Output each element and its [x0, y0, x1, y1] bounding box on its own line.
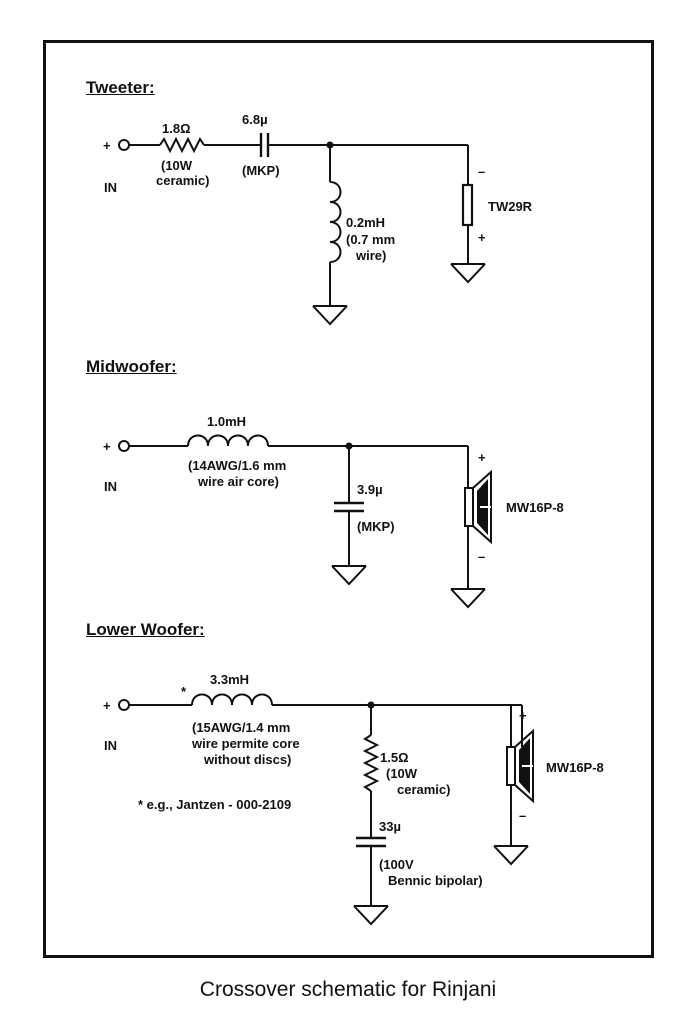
midwoofer-driver — [464, 469, 492, 545]
tweeter-input-label: IN — [104, 180, 117, 195]
tweeter-driver — [461, 183, 474, 227]
lower-woofer-capacitor-value: 33µ — [379, 819, 401, 834]
midwoofer-inductor-value: 1.0mH — [207, 414, 247, 429]
midwoofer-input-terminal — [118, 440, 130, 452]
tweeter-driver-name: TW29R — [488, 199, 533, 214]
midwoofer-capacitor-spec: (MKP) — [357, 519, 395, 534]
lower-woofer-footnote: * e.g., Jantzen - 000-2109 — [138, 797, 292, 812]
tweeter-ground-2 — [450, 263, 486, 284]
tweeter-resistor-value: 1.8Ω — [162, 121, 191, 136]
lower-woofer-input-plus: + — [103, 698, 111, 713]
lower-woofer-asterisk: * — [181, 684, 187, 699]
tweeter-inductor — [329, 181, 342, 263]
lower-woofer-capacitor-spec-1: (100V — [379, 857, 414, 872]
tweeter-capacitor-spec: (MKP) — [242, 163, 280, 178]
midwoofer-inductor-spec-1: (14AWG/1.6 mm — [188, 458, 287, 473]
tweeter-inductor-spec-2: wire) — [356, 248, 387, 263]
lower-woofer-resistor-spec-2: ceramic) — [397, 782, 451, 797]
tweeter-capacitor-value: 6.8µ — [242, 112, 268, 127]
tweeter-resistor-spec-1: (10W — [161, 158, 193, 173]
midwoofer-ground-1 — [331, 565, 367, 586]
tweeter-resistor-spec-2: ceramic) — [156, 173, 210, 188]
tweeter-resistor — [159, 136, 205, 154]
tweeter-inductor-spec-1: (0.7 mm — [346, 232, 396, 247]
tweeter-driver-minus: – — [478, 164, 486, 179]
lower-woofer-capacitor-spec-2: Bennic bipolar) — [388, 873, 483, 888]
midwoofer-input-plus: + — [103, 439, 111, 454]
midwoofer-input-label: IN — [104, 479, 117, 494]
tweeter-section-title: Tweeter: — [86, 78, 155, 97]
midwoofer-capacitor — [334, 501, 364, 513]
lower-woofer-resistor-spec-1: (10W — [386, 766, 418, 781]
tweeter-circuit — [118, 133, 486, 326]
lower-woofer-ground-1 — [353, 905, 389, 926]
tweeter-input-terminal — [118, 139, 130, 151]
midwoofer-driver-minus: – — [478, 549, 486, 564]
lower-woofer-inductor-spec-1: (15AWG/1.4 mm — [192, 720, 291, 735]
lower-woofer-section-title: Lower Woofer: — [86, 620, 205, 639]
lower-woofer-driver-plus: + — [519, 708, 527, 723]
midwoofer-section-title: Midwoofer: — [86, 357, 177, 376]
lower-woofer-inductor-spec-3: without discs) — [204, 752, 292, 767]
lower-woofer-capacitor — [356, 836, 386, 848]
figure-caption: Crossover schematic for Rinjani — [199, 978, 497, 1001]
schematic-frame — [43, 40, 654, 958]
midwoofer-inductor-spec-2: wire air core) — [198, 474, 279, 489]
midwoofer-driver-plus: + — [478, 450, 486, 465]
midwoofer-driver-name: MW16P-8 — [506, 500, 564, 515]
lower-woofer-ground-2 — [493, 845, 529, 866]
lower-woofer-inductor — [191, 693, 273, 706]
lower-woofer-driver-minus: – — [519, 808, 527, 823]
midwoofer-ground-2 — [450, 588, 486, 609]
lower-woofer-driver — [506, 728, 534, 804]
midwoofer-capacitor-value: 3.9µ — [357, 482, 383, 497]
lower-woofer-driver-name: MW16P-8 — [546, 760, 604, 775]
midwoofer-inductor — [187, 434, 269, 447]
lower-woofer-inductor-value: 3.3mH — [210, 672, 250, 687]
tweeter-input-plus: + — [103, 138, 111, 153]
tweeter-driver-plus: + — [478, 230, 486, 245]
lower-woofer-input-terminal — [118, 699, 130, 711]
lower-woofer-inductor-spec-2: wire permite core — [192, 736, 300, 751]
lower-woofer-resistor-value: 1.5Ω — [380, 750, 409, 765]
tweeter-capacitor — [259, 133, 270, 157]
midwoofer-circuit — [118, 434, 492, 609]
lower-woofer-circuit — [118, 693, 534, 926]
lower-woofer-resistor — [362, 734, 380, 792]
tweeter-inductor-value: 0.2mH — [346, 215, 386, 230]
lower-woofer-input-label: IN — [104, 738, 117, 753]
tweeter-ground-1 — [312, 305, 348, 326]
